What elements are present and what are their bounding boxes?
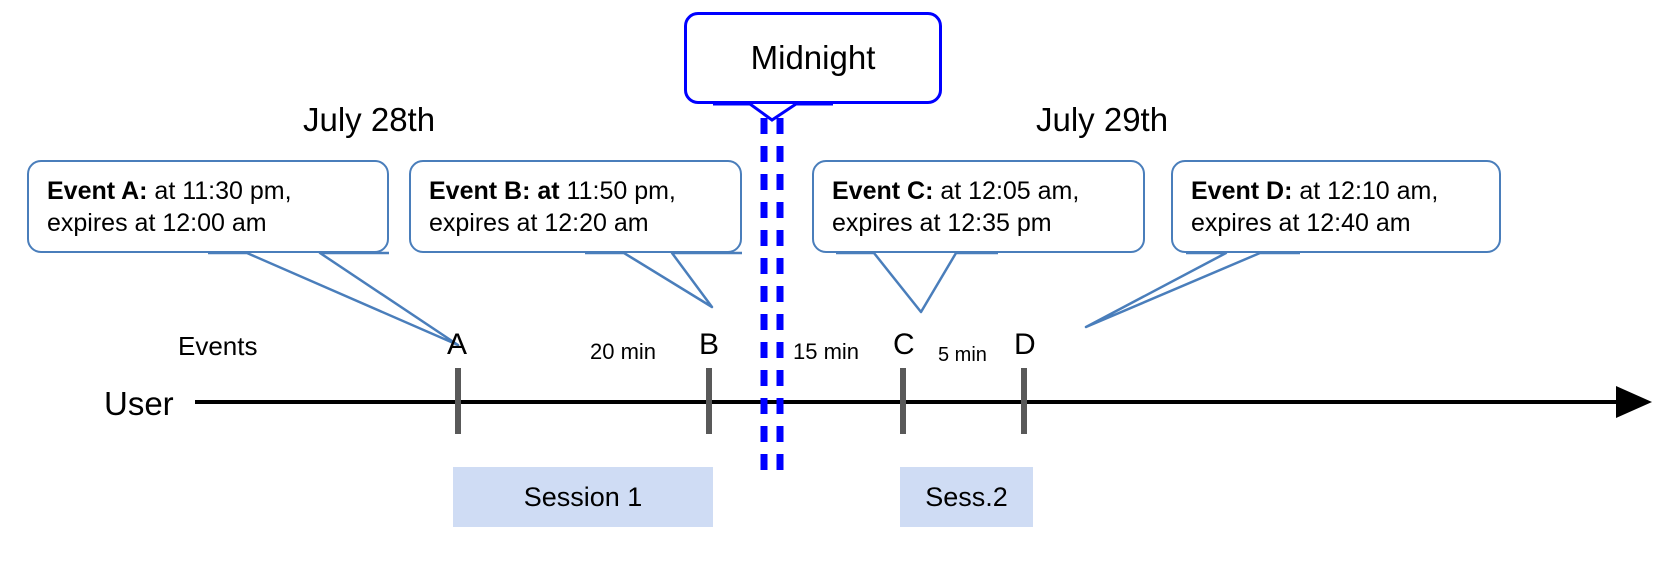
midnight-callout: Midnight	[684, 12, 942, 104]
date-label-july-28: July 28th	[303, 101, 436, 138]
callout-a-line2: expires at 12:00 am	[47, 208, 267, 237]
callout-event-c: Event C: at 12:05 am, expires at 12:35 p…	[812, 160, 1145, 253]
leader-line-event-b	[585, 251, 742, 309]
session-block-2: Sess.2	[900, 467, 1033, 527]
callout-d-line2: expires at 12:40 am	[1191, 208, 1411, 237]
session-2-label: Sess.2	[925, 481, 1008, 512]
leader-line-event-d	[1084, 251, 1300, 329]
session-1-label: Session 1	[523, 481, 643, 512]
callout-event-b: Event B: at 11:50 pm, expires at 12:20 a…	[409, 160, 742, 253]
date-label-july-29: July 29th	[1036, 101, 1169, 138]
callout-a-rest: at 11:30 pm,	[147, 176, 292, 205]
callout-c-line2: expires at 12:35 pm	[832, 208, 1052, 237]
callout-a-bold: Event A:	[47, 176, 148, 205]
tick-label-c: C	[893, 328, 915, 361]
callout-c-rest: at 12:05 am,	[933, 176, 1080, 205]
events-row-label: Events	[178, 331, 258, 361]
tick-label-b: B	[699, 328, 720, 361]
gap-label-c-to-d: 5 min	[938, 344, 987, 366]
midnight-bubble-tail	[713, 102, 833, 122]
callout-b-line2: expires at 12:20 am	[429, 208, 649, 237]
leader-line-event-c	[836, 251, 998, 314]
callout-event-a: Event A: at 11:30 pm, expires at 12:00 a…	[27, 160, 389, 253]
callout-b-rest: 11:50 pm,	[559, 176, 676, 205]
midnight-label: Midnight	[750, 39, 876, 76]
callout-d-rest: at 12:10 am,	[1292, 176, 1439, 205]
gap-label-b-to-c: 15 min	[793, 339, 860, 364]
callout-event-d: Event D: at 12:10 am, expires at 12:40 a…	[1171, 160, 1501, 253]
callout-d-bold: Event D:	[1191, 176, 1293, 205]
tick-label-a: A	[447, 328, 468, 361]
callout-c-bold: Event C:	[832, 176, 934, 205]
callout-b-bold: Event B: at	[429, 176, 560, 205]
user-row-label: User	[104, 385, 174, 422]
tick-label-d: D	[1014, 328, 1036, 361]
gap-label-a-to-b: 20 min	[590, 339, 657, 364]
session-block-1: Session 1	[453, 467, 713, 527]
